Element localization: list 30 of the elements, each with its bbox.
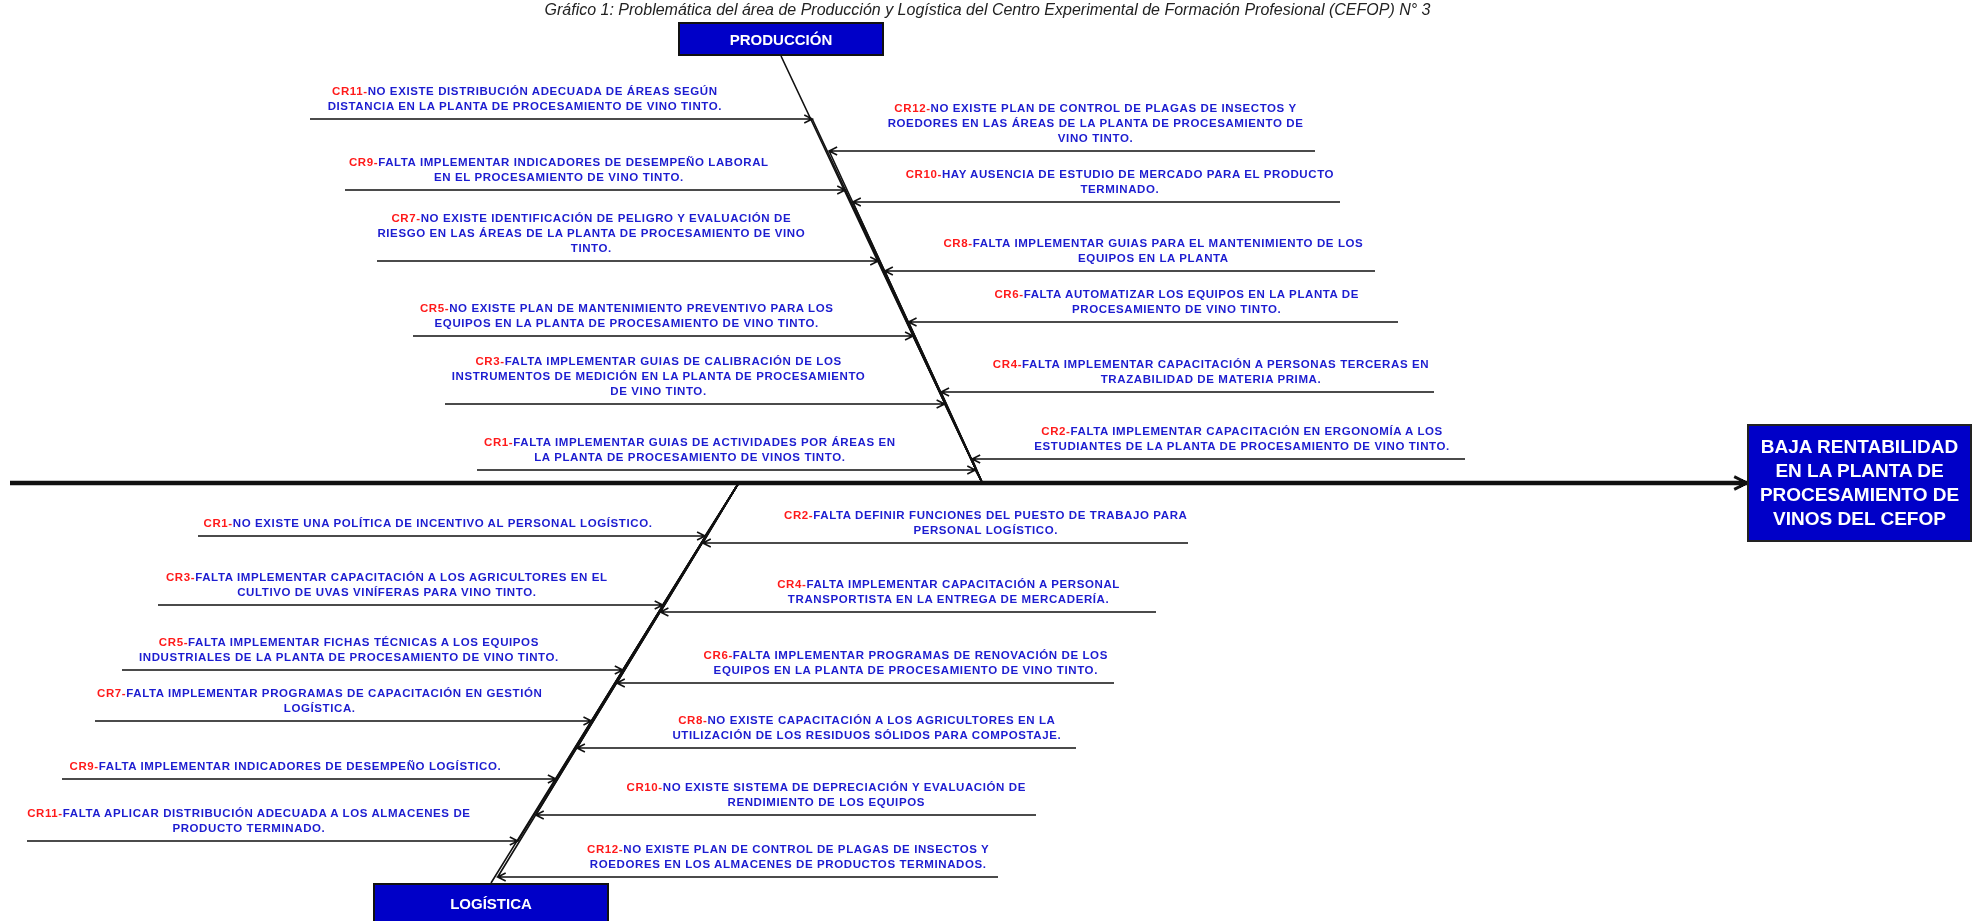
cause-text: CR1-NO EXISTE UNA POLÍTICA DE INCENTIVO AL PERSONAL LOGÍSTICO. bbox=[198, 516, 659, 536]
category-box: PRODUCCIÓN bbox=[678, 22, 884, 56]
cause-text: CR2-FALTA IMPLEMENTAR CAPACITACIÓN EN ERGONOMÍA A LOS ESTUDIANTES DE LA PLANTA DE PROCESAMIENTO DE VINO TINTO. bbox=[1019, 424, 1465, 459]
cause-text: CR12-NO EXISTE PLAN DE CONTROL DE PLAGAS DE INSECTOS Y ROEDORES EN LAS ÁREAS DE LA PLANTA DE PROCESAMIENTO DE VINO TINTO. bbox=[876, 101, 1315, 151]
cause-text: CR7-NO EXISTE IDENTIFICACIÓN DE PELIGRO Y EVALUACIÓN DE RIESGO EN LAS ÁREAS DE LA PLANTA DE PROCESAMIENTO DE VINO TINTO. bbox=[377, 211, 806, 261]
category-box: LOGÍSTICA bbox=[373, 883, 609, 921]
cause-text: CR9-FALTA IMPLEMENTAR INDICADORES DE DESEMPEÑO LOGÍSTICO. bbox=[62, 759, 509, 779]
cause-text: CR1-FALTA IMPLEMENTAR GUIAS DE ACTIVIDADES POR ÁREAS EN LA PLANTA DE PROCESAMIENTO DE VINOS TINTO. bbox=[477, 435, 903, 470]
diagram-title: Gráfico 1: Problemática del área de Producción y Logística del Centro Experimental de Formación Profesional (CEFOP) N° 3 bbox=[543, 1, 1432, 19]
cause-text: CR10-HAY AUSENCIA DE ESTUDIO DE MERCADO PARA EL PRODUCTO TERMINADO. bbox=[899, 167, 1340, 202]
cause-text: CR5-NO EXISTE PLAN DE MANTENIMIENTO PREVENTIVO PARA LOS EQUIPOS EN LA PLANTA DE PROCESAMIENTO DE VINO TINTO. bbox=[413, 301, 841, 336]
cause-text: CR6-FALTA AUTOMATIZAR LOS EQUIPOS EN LA PLANTA DE PROCESAMIENTO DE VINO TINTO. bbox=[955, 287, 1398, 322]
cause-text: CR12-NO EXISTE PLAN DE CONTROL DE PLAGAS DE INSECTOS Y ROEDORES EN LOS ALMACENES DE PRODUCTOS TERMINADOS. bbox=[578, 842, 998, 877]
cause-text: CR4-FALTA IMPLEMENTAR CAPACITACIÓN A PERSONAL TRANSPORTISTA EN LA ENTREGA DE MERCADERÍA. bbox=[741, 577, 1156, 612]
spine-arrow bbox=[10, 475, 1749, 491]
effect-text: BAJA RENTABILIDAD EN LA PLANTA DE PROCESAMIENTO DE VINOS DEL CEFOP bbox=[1758, 435, 1961, 531]
cause-text: CR11-FALTA APLICAR DISTRIBUCIÓN ADECUADA A LOS ALMACENES DE PRODUCTO TERMINADO. bbox=[27, 806, 471, 841]
cause-text: CR8-FALTA IMPLEMENTAR GUIAS PARA EL MANTENIMIENTO DE LOS EQUIPOS EN LA PLANTA bbox=[931, 236, 1375, 271]
cause-text: CR8-NO EXISTE CAPACITACIÓN A LOS AGRICULTORES EN LA UTILIZACIÓN DE LOS RESIDUOS SÓLIDOS PARA COMPOSTAJE. bbox=[657, 713, 1076, 748]
cause-text: CR3-FALTA IMPLEMENTAR CAPACITACIÓN A LOS AGRICULTORES EN EL CULTIVO DE UVAS VINÍFERAS PARA VINO TINTO. bbox=[158, 570, 616, 605]
effect-box bbox=[1747, 424, 1972, 542]
cause-text: CR5-FALTA IMPLEMENTAR FICHAS TÉCNICAS A LOS EQUIPOS INDUSTRIALES DE LA PLANTA DE PROCESAMIENTO DE VINO TINTO. bbox=[122, 635, 576, 670]
cause-text: CR11-NO EXISTE DISTRIBUCIÓN ADECUADA DE ÁREAS SEGÚN DISTANCIA EN LA PLANTA DE PROCESAMIENTO DE VINO TINTO. bbox=[310, 84, 740, 119]
cause-text: CR2-FALTA DEFINIR FUNCIONES DEL PUESTO DE TRABAJO PARA PERSONAL LOGÍSTICO. bbox=[783, 508, 1188, 543]
cause-text: CR3-FALTA IMPLEMENTAR GUIAS DE CALIBRACIÓN DE LOS INSTRUMENTOS DE MEDICIÓN EN LA PLANTA DE PROCESAMIENTO DE VINO TINTO. bbox=[445, 354, 873, 404]
cause-text: CR9-FALTA IMPLEMENTAR INDICADORES DE DESEMPEÑO LABORAL EN EL PROCESAMIENTO DE VINO TINTO. bbox=[345, 155, 773, 190]
cause-text: CR10-NO EXISTE SISTEMA DE DEPRECIACIÓN Y EVALUACIÓN DE RENDIMIENTO DE LOS EQUIPOS bbox=[616, 780, 1036, 815]
cause-text: CR7-FALTA IMPLEMENTAR PROGRAMAS DE CAPACITACIÓN EN GESTIÓN LOGÍSTICA. bbox=[95, 686, 545, 721]
cause-text: CR4-FALTA IMPLEMENTAR CAPACITACIÓN A PERSONAS TERCERAS EN TRAZABILIDAD DE MATERIA PRIMA. bbox=[988, 357, 1434, 392]
cause-text: CR6-FALTA IMPLEMENTAR PROGRAMAS DE RENOVACIÓN DE LOS EQUIPOS EN LA PLANTA DE PROCESAMIENTO DE VINO TINTO. bbox=[697, 648, 1114, 683]
